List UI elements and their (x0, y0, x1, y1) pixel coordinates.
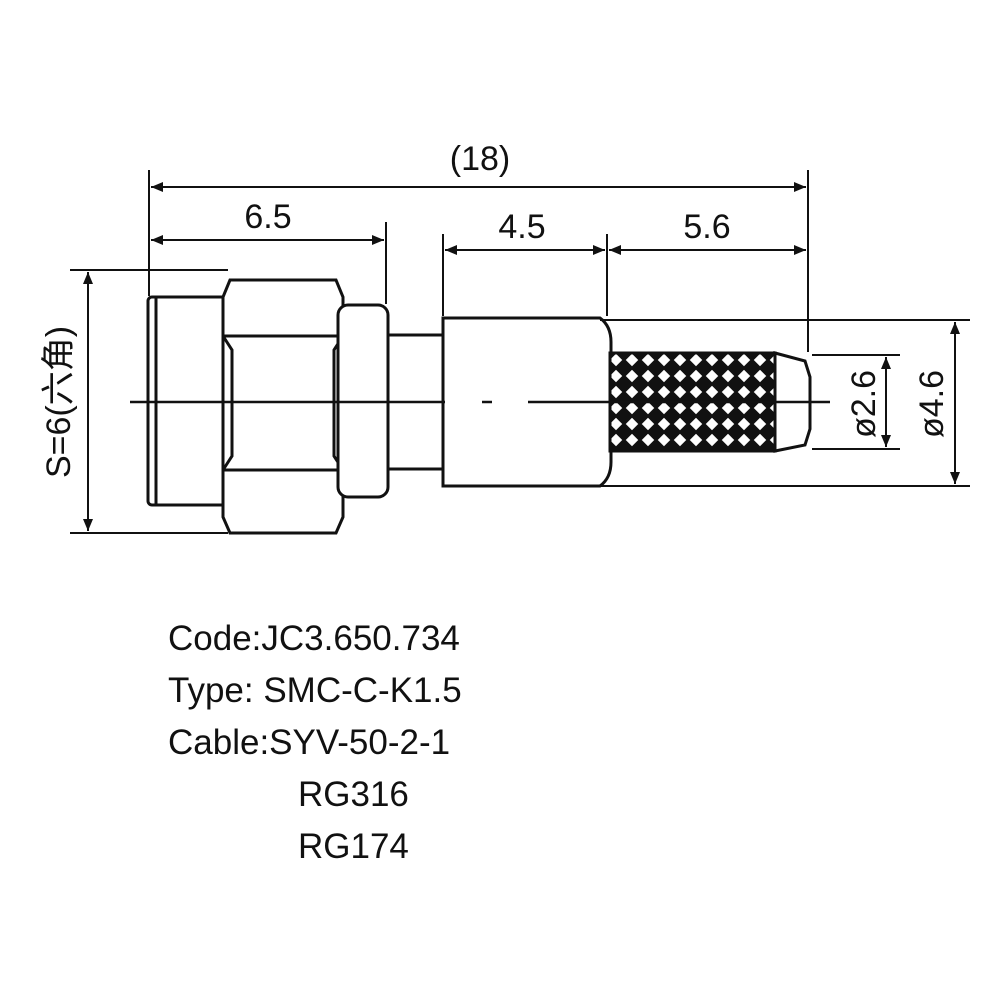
hex-nut (221, 278, 345, 535)
ferrule (441, 316, 613, 488)
cable-alt-line-2: RG174 (168, 821, 462, 873)
hex-size-label: S=6(六角) (40, 326, 78, 478)
crimp-length-label: 5.6 (683, 208, 730, 246)
outer-diameter-label: ø4.6 (913, 370, 951, 438)
code-line: Code:JC3.650.734 (168, 619, 460, 658)
cable-line: Cable:SYV-50-2-1 (168, 723, 451, 762)
spec-block: Code:JC3.650.734 Type: SMC-C-K1.5 Cable:… (168, 613, 462, 873)
nut-length-label: 6.5 (244, 198, 291, 236)
connector-body (146, 278, 812, 535)
ferrule-length-label: 4.5 (498, 208, 545, 246)
cable-alt-line-1: RG316 (168, 769, 462, 821)
cable-alt-2-text: RG174 (298, 827, 409, 866)
dimension-lines (83, 182, 960, 531)
cable-alt-1-text: RG316 (298, 775, 409, 814)
extension-lines (70, 170, 970, 534)
type-line: Type: SMC-C-K1.5 (168, 671, 462, 710)
inner-diameter-label: ø2.6 (845, 370, 883, 438)
overall-length-label: (18) (450, 140, 510, 178)
